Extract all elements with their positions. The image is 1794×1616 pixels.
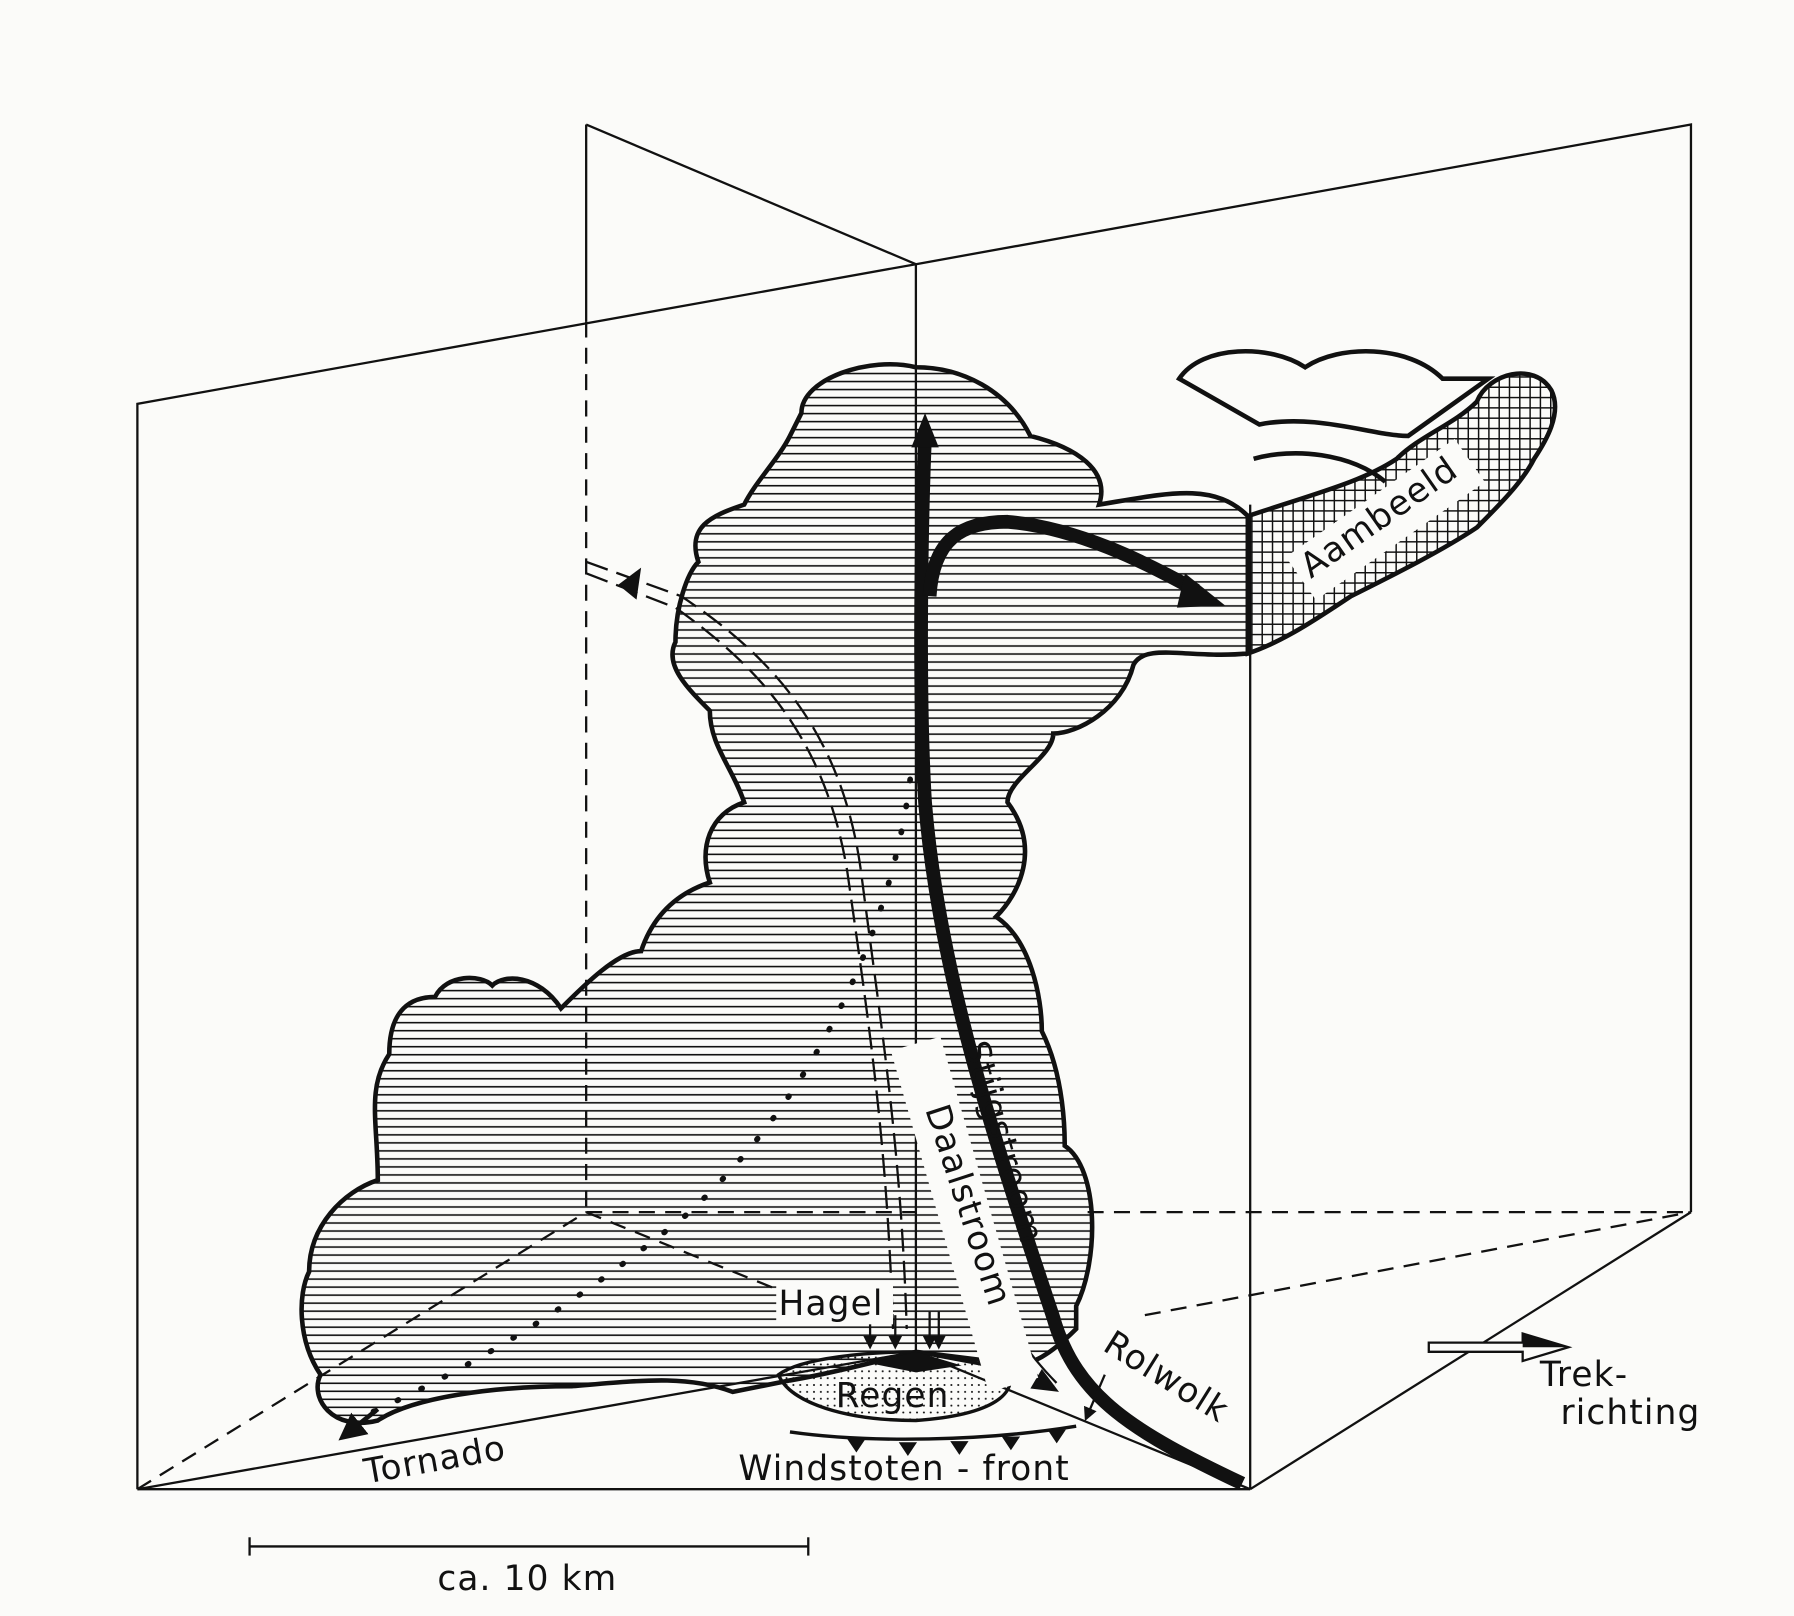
direction-arrow-icon — [1427, 1331, 1573, 1363]
label-direction-2: richting — [1560, 1393, 1700, 1433]
label-scale: ca. 10 km — [437, 1559, 617, 1599]
cloud-body — [299, 362, 1251, 1425]
rain-area — [776, 1350, 1012, 1423]
anvil-back — [1175, 348, 1496, 439]
label-gust-front: Windstoten - front — [738, 1449, 1069, 1489]
label-direction-1: Trek- — [1539, 1355, 1628, 1395]
label-rain: Regen — [836, 1376, 950, 1416]
inflow-lines — [338, 560, 914, 1441]
roll-cloud-pointer — [1084, 1374, 1106, 1422]
updraft-arrow — [911, 413, 1246, 1490]
gust-front — [789, 1424, 1077, 1456]
scale-bar — [248, 1537, 810, 1556]
label-hail: Hagel — [779, 1284, 884, 1324]
